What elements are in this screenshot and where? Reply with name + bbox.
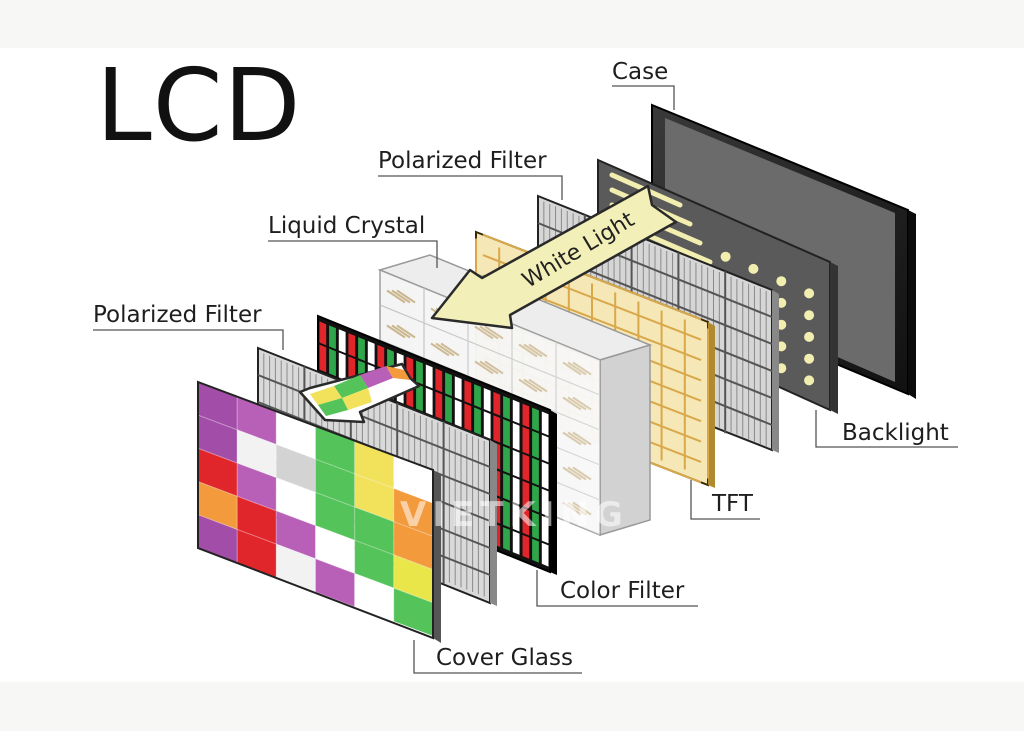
label-liquid-crystal: Liquid Crystal — [268, 213, 426, 239]
leader-lines — [93, 85, 958, 674]
led-dot — [776, 276, 787, 287]
page-title: LCD — [96, 47, 302, 164]
led-dot — [804, 288, 815, 299]
cover-glass-layer — [197, 380, 441, 643]
label-polarized-filter-front: Polarized Filter — [93, 302, 262, 328]
label-polarized-filter-back: Polarized Filter — [378, 148, 547, 174]
led-dot — [720, 251, 731, 262]
label-backlight: Backlight — [842, 420, 949, 446]
label-color-filter: Color Filter — [560, 578, 685, 604]
colored-light-arrow — [298, 362, 421, 424]
led-dot — [804, 331, 815, 342]
label-case: Case — [612, 59, 669, 85]
led-dot — [748, 263, 759, 274]
led-dot — [804, 310, 815, 321]
watermark: VIETKING — [400, 495, 629, 535]
led-dot — [804, 353, 815, 364]
label-tft: TFT — [712, 491, 753, 517]
label-cover-glass: Cover Glass — [436, 645, 573, 671]
led-dot — [804, 375, 815, 386]
